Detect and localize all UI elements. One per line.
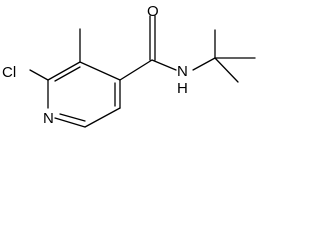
bond-c2-cl (29, 69, 49, 81)
atom-labels: Cl N O N H (2, 3, 188, 127)
bond-c6-n1 (54, 117, 86, 128)
tert-butyl-group (214, 29, 256, 83)
atom-label-ring-nitrogen: N (43, 110, 54, 127)
atom-label-carbonyl-oxygen: O (147, 3, 159, 20)
pyridine-ring (47, 61, 121, 128)
atom-label-amide-nitrogen: N (177, 63, 188, 80)
double-bond-c6-n1 (59, 113, 86, 122)
atom-label-amide-hydrogen: H (177, 80, 188, 97)
bond-amide-n-tbutyl (192, 57, 216, 71)
bond-carbonyl-amide-n (151, 59, 177, 71)
bond-c2-c3 (47, 61, 81, 81)
substituents (29, 15, 216, 81)
bond-tbutyl-methyl-bottom (214, 57, 239, 83)
bond-c4-carbonyl (119, 59, 153, 81)
bond-c5-c6 (84, 107, 121, 128)
molecule-structure: Cl N O N H (2, 3, 256, 128)
bond-c3-c4 (79, 61, 121, 81)
double-bond-c2-c3 (54, 66, 81, 82)
atom-label-chlorine: Cl (2, 64, 16, 81)
